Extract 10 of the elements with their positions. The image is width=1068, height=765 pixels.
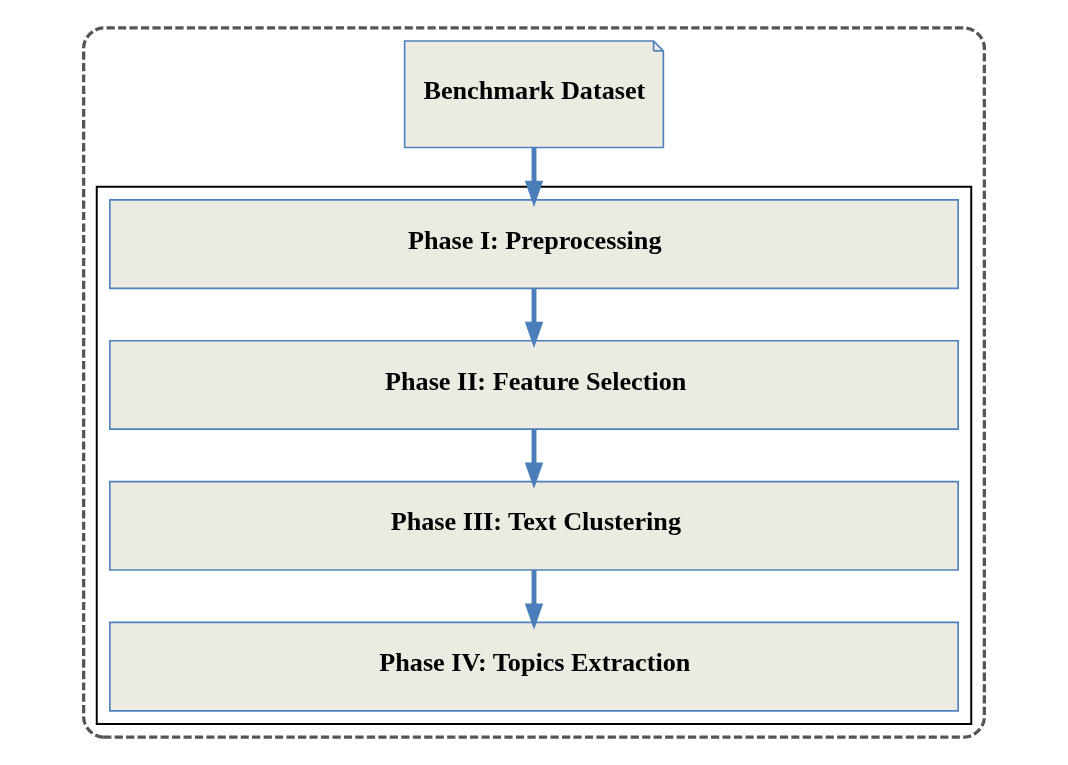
cluster (95, 185, 973, 725)
arrow (524, 429, 544, 489)
arrow (524, 570, 544, 630)
node-box: Phase IV: Topics Extraction (109, 621, 959, 712)
node-box: Phase III: Text Clustering (109, 480, 959, 571)
node-box: Phase I: Preprocessing (109, 199, 959, 290)
cluster (82, 26, 986, 739)
arrow (524, 147, 544, 207)
arrow (524, 288, 544, 348)
node-box: Phase II: Feature Selection (109, 339, 959, 430)
